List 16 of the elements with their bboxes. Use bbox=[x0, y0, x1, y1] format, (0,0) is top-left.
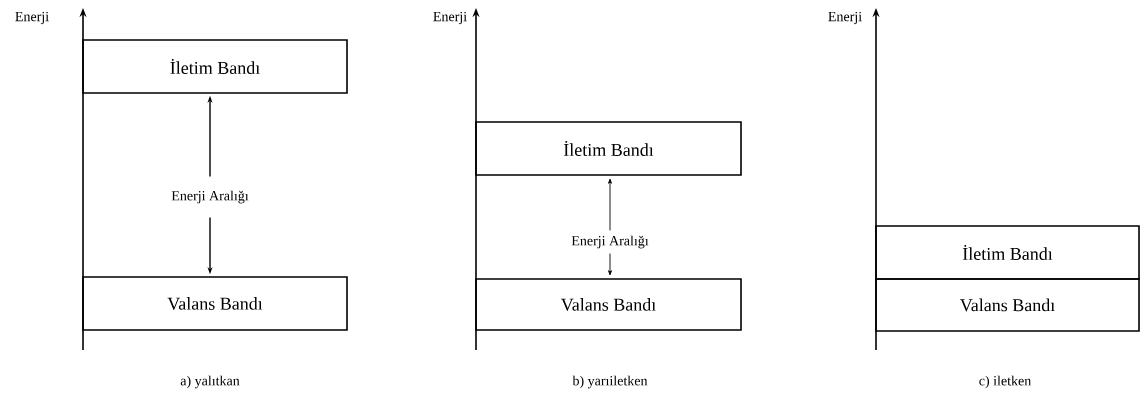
gap-label: Enerji Aralığı bbox=[571, 235, 649, 249]
caption: b) yarıiletken bbox=[572, 375, 648, 389]
band-box: Valans Bandı bbox=[875, 278, 1140, 332]
axis-label: Enerji bbox=[828, 11, 862, 25]
band-box: Valans Bandı bbox=[475, 278, 742, 331]
axis-label: Enerji bbox=[433, 11, 467, 25]
arrow bbox=[608, 253, 612, 276]
band-box: İletim Bandı bbox=[875, 225, 1140, 280]
caption: a) yalıtkan bbox=[180, 375, 240, 389]
band-box: İletim Bandı bbox=[82, 39, 348, 94]
band-box: Valans Bandı bbox=[82, 276, 348, 331]
gap-label: Enerji Aralığı bbox=[171, 190, 249, 204]
caption: c) iletken bbox=[979, 375, 1032, 389]
band-box: İletim Bandı bbox=[475, 121, 742, 176]
axis-label: Enerji bbox=[15, 11, 49, 25]
arrow bbox=[608, 178, 612, 231]
